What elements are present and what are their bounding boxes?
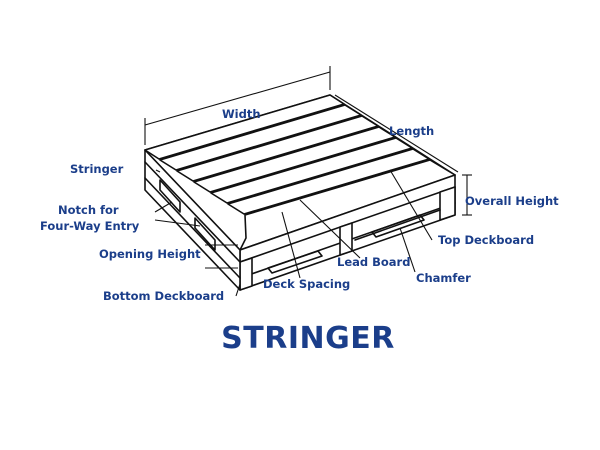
label-bottom-deckboard: Bottom Deckboard	[103, 289, 224, 303]
fork-opening-notch	[267, 250, 323, 274]
label-deck-spacing: Deck Spacing	[263, 277, 350, 291]
deckboard	[193, 126, 396, 193]
label-notch-line2: Four-Way Entry	[40, 219, 140, 233]
width-dimension-line	[144, 71, 331, 126]
leader-lines	[154, 169, 433, 297]
deckboard	[159, 104, 362, 171]
deckboard	[144, 94, 345, 160]
dimension-lines	[144, 66, 472, 269]
label-chamfer: Chamfer	[416, 271, 471, 285]
length-dimension-line	[334, 94, 459, 173]
left-bottom-edge	[144, 177, 241, 279]
stringer-block	[239, 257, 253, 291]
label-length: Length	[389, 124, 434, 138]
label-top-deckboard: Top Deckboard	[438, 233, 534, 247]
chamfer-edge	[354, 209, 441, 241]
chamfer-leader	[399, 227, 416, 273]
notch-leader	[154, 219, 201, 227]
top-deckboard-leader	[389, 169, 433, 241]
deck-spacing-leader	[281, 211, 301, 279]
left-notch	[194, 217, 216, 251]
left-notch	[159, 179, 181, 213]
deckboard	[210, 137, 413, 204]
fork-opening-notch	[371, 214, 425, 238]
labels: Width Length Stringer Notch for Four-Way…	[40, 107, 559, 303]
diagram-title: STRINGER	[221, 321, 395, 356]
left-face	[144, 149, 241, 291]
deckboard	[176, 115, 379, 182]
label-opening-height: Opening Height	[99, 247, 201, 261]
stringer-block	[439, 186, 456, 221]
top-deckboards	[144, 94, 456, 251]
label-notch-line1: Notch for	[58, 203, 119, 217]
stringer-leader	[155, 169, 161, 173]
lead-board-leader	[299, 199, 361, 259]
label-overall-height: Overall Height	[465, 194, 559, 208]
stringer-block	[339, 222, 353, 256]
deckboard	[227, 148, 430, 215]
pallet-drawing	[144, 94, 456, 291]
bottom-deckboard-leader	[235, 283, 241, 297]
label-lead-board: Lead Board	[337, 255, 410, 269]
notch-leader	[154, 201, 173, 213]
label-width: Width	[222, 107, 261, 121]
label-stringer: Stringer	[70, 162, 124, 176]
